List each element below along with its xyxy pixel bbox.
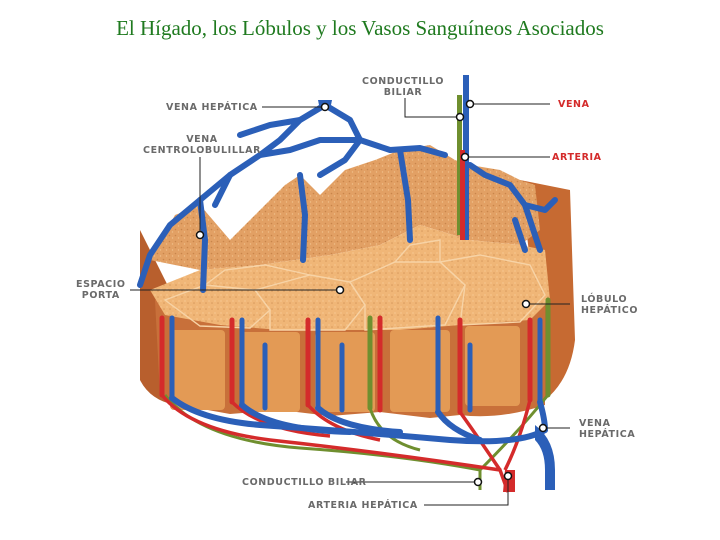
label-vena-hepatica-top: VENA HEPÁTICA (166, 102, 258, 113)
tissue-top-surface (150, 225, 550, 330)
label-espacio-porta: ESPACIO PORTA (76, 279, 126, 301)
hepatic-vein-outlet (535, 425, 555, 490)
label-vena-centrolobulillar: VENA CENTROLOBULILLAR (143, 134, 261, 156)
tissue-back-block (150, 145, 540, 270)
central-artery-trunk (460, 150, 465, 240)
label-conductillo-biliar-top: CONDUCTILLO BILIAR (362, 76, 445, 98)
label-arteria-hepatica: ARTERIA HEPÁTICA (308, 500, 418, 511)
label-arteria: ARTERIA (552, 152, 602, 163)
label-vena: VENA (558, 99, 590, 110)
label-conductillo-biliar-bottom: CONDUCTILLO BILIAR (242, 477, 367, 488)
label-vena-hepatica-right: VENA HEPÁTICA (579, 418, 636, 440)
label-lobulo-hepatico: LÓBULO HEPÁTICO (581, 294, 639, 316)
diagram-title: El Hígado, los Lóbulos y los Vasos Sangu… (116, 16, 604, 40)
central-bile-duct-trunk (457, 95, 462, 235)
